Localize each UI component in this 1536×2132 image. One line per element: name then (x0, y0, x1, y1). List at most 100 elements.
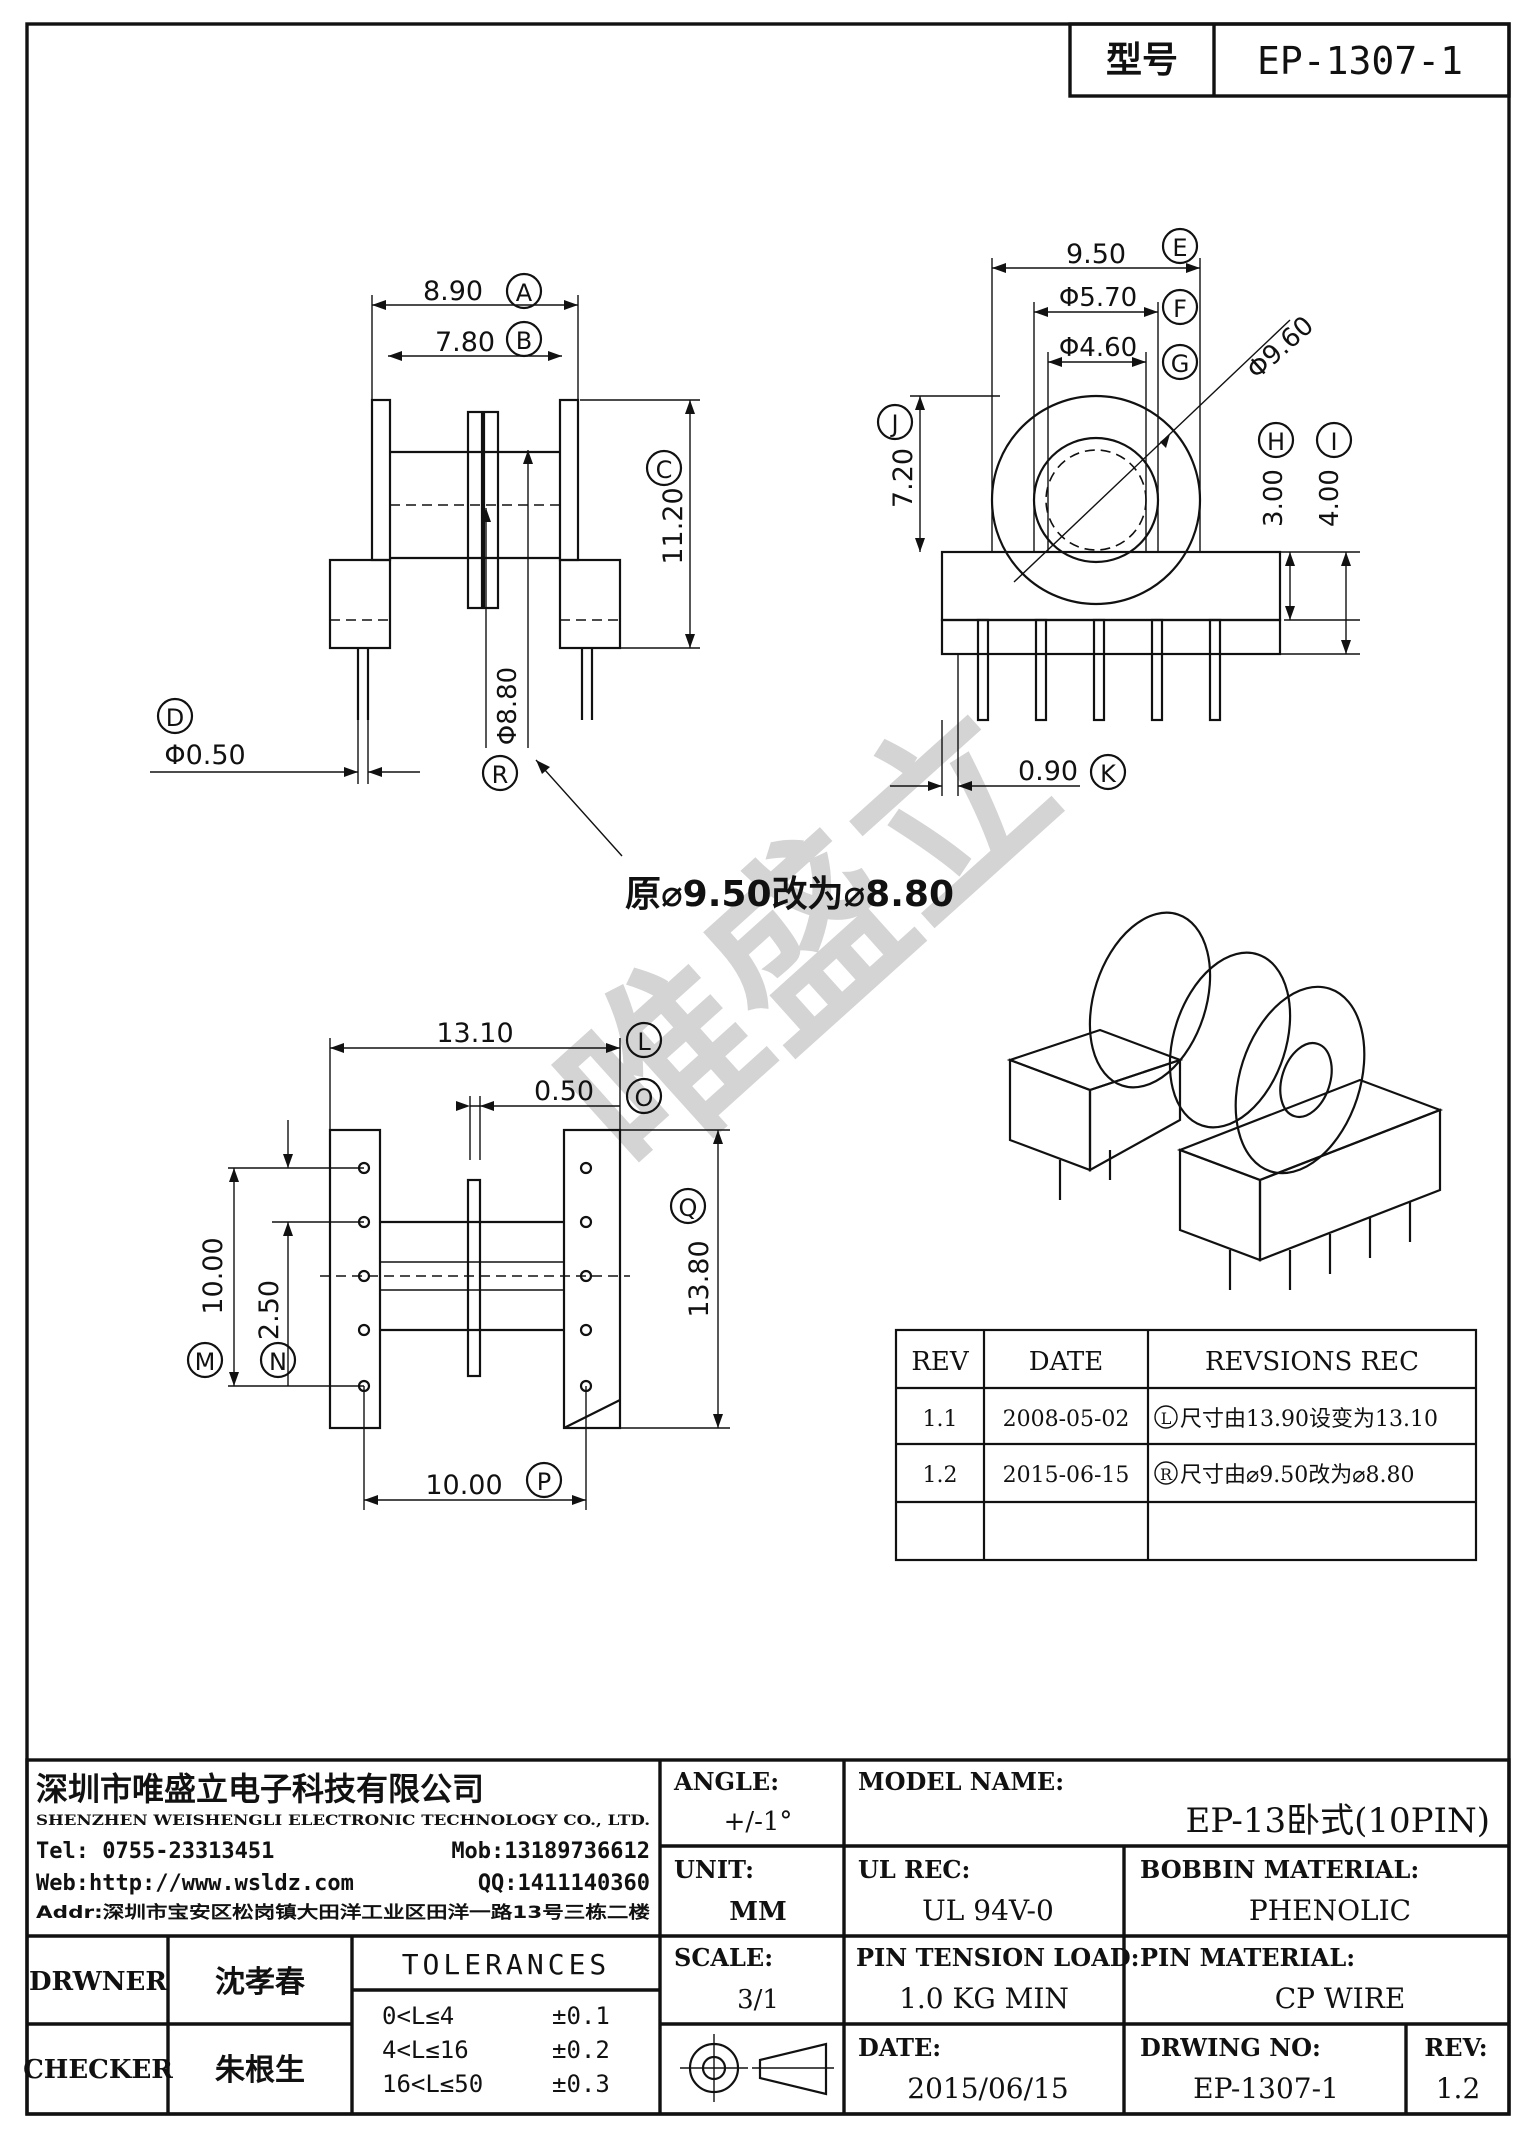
dim-e-tag: E (1172, 234, 1187, 262)
rev-row1-rec: 尺寸由13.90设变为13.10 (1180, 1407, 1438, 1432)
ul-rec-value: UL 94V-0 (922, 1894, 1054, 1927)
dim-m-tag: M (195, 1348, 216, 1376)
rev-row1-rev: 1.1 (923, 1407, 958, 1432)
rev-label: REV: (1424, 2033, 1487, 2062)
checker-name: 朱根生 (215, 2053, 305, 2088)
rev-header-rev: REV (911, 1347, 970, 1377)
tolerance-range-2: 4<L≤16 (382, 2036, 469, 2064)
pin-material-value: CP WIRE (1275, 1982, 1406, 2015)
tolerance-range-3: 16<L≤50 (382, 2070, 483, 2098)
company-qq: QQ:1411140360 (478, 1871, 650, 1896)
pin-material-label: PIN MATERIAL: (1140, 1943, 1355, 1972)
angle-label: ANGLE: (673, 1767, 779, 1796)
pin-tension-value: 1.0 KG MIN (899, 1982, 1069, 2015)
dim-d-tag: D (166, 704, 184, 732)
company-web: Web:http://www.wsldz.com (36, 1871, 354, 1896)
dim-i-value: 4.00 (1315, 469, 1345, 527)
rev-header-rec: REVSIONS REC (1205, 1347, 1419, 1377)
dim-b-value: 7.80 (435, 327, 495, 358)
checker-label: CHECKER (23, 2055, 173, 2085)
bobbin-material-value: PHENOLIC (1249, 1894, 1411, 1927)
tolerance-value-1: ±0.1 (552, 2002, 610, 2030)
dim-n-tag: N (269, 1348, 287, 1376)
dim-j-value: 7.20 (888, 448, 919, 508)
dim-l-value: 13.10 (436, 1018, 513, 1049)
rev-header-date: DATE (1029, 1347, 1104, 1377)
date-label: DATE: (858, 2033, 941, 2062)
dim-i-tag: I (1330, 428, 1337, 456)
dim-d-value: Φ0.50 (164, 740, 245, 771)
dim-a-value: 8.90 (423, 276, 483, 307)
dim-f-tag: F (1173, 295, 1187, 323)
dim-h-value: 3.00 (1259, 469, 1289, 527)
bottom-view-pins (357, 1161, 593, 1393)
pin-tension-label: PIN TENSION LOAD: (856, 1943, 1140, 1972)
dim-c-tag: C (656, 456, 673, 484)
dim-n-value: 2.50 (254, 1280, 285, 1340)
projection-symbol (680, 2034, 834, 2102)
top-view: 8.90 A 7.80 B 11.20 C (150, 272, 700, 857)
dim-phi-value: Φ9.60 (1241, 311, 1319, 386)
drawer-name: 沈孝春 (215, 1965, 305, 2000)
dim-q-value: 13.80 (684, 1240, 715, 1317)
dim-c-value: 11.20 (658, 487, 689, 564)
change-note: 原⌀9.50改为⌀8.80 (625, 874, 954, 915)
company-tel: Tel: 0755-23313451 (36, 1839, 274, 1864)
dim-h-tag: H (1267, 428, 1285, 456)
title-block: 深圳市唯盛立电子科技有限公司 SHENZHEN WEISHENGLI ELECT… (23, 1758, 1511, 2116)
dim-o-value: 0.50 (534, 1076, 594, 1107)
rev-row1-date: 2008-05-02 (1003, 1407, 1130, 1432)
company-mob: Mob:13189736612 (451, 1839, 650, 1864)
tolerance-value-2: ±0.2 (552, 2036, 610, 2064)
model-name-label: MODEL NAME: (858, 1767, 1064, 1796)
dim-m-value: 10.00 (198, 1237, 229, 1314)
dim-p-tag: P (537, 1468, 551, 1496)
watermark-text: 唯盛立 (522, 668, 1093, 1214)
dim-j-tag: J (889, 410, 898, 438)
dim-g-tag: G (1171, 350, 1190, 378)
drawer-label: DRWNER (29, 1967, 167, 1997)
company-name-cn: 深圳市唯盛立电子科技有限公司 (36, 1770, 484, 1808)
dim-l-tag: L (637, 1028, 651, 1056)
unit-label: UNIT: (674, 1855, 754, 1884)
rev-row2-rev: 1.2 (923, 1463, 958, 1488)
dim-e-value: 9.50 (1066, 239, 1126, 270)
scale-value: 3/1 (737, 1985, 779, 2015)
side-view-pins (976, 618, 1222, 722)
rev-row2-tag: R (1160, 1465, 1173, 1484)
angle-value: +/-1° (724, 1807, 793, 1837)
dim-r-value: Φ8.80 (493, 667, 523, 745)
ul-rec-label: UL REC: (858, 1855, 970, 1884)
rev-row2-rec: 尺寸由⌀9.50改为⌀8.80 (1180, 1463, 1414, 1488)
model-name-value: EP-13卧式(10PIN) (1186, 1801, 1490, 1841)
dim-f-value: Φ5.70 (1059, 283, 1137, 313)
dim-p-value: 10.00 (425, 1470, 502, 1501)
tolerance-range-1: 0<L≤4 (382, 2002, 454, 2030)
dim-o-tag: O (635, 1084, 654, 1112)
rev-value: 1.2 (1436, 2072, 1481, 2105)
dim-r-tag: R (492, 761, 509, 789)
model-box: 型号 EP-1307-1 (1068, 22, 1511, 98)
watermark: 唯盛立 (522, 668, 1093, 1214)
dim-k-tag: K (1100, 760, 1117, 788)
tolerance-value-3: ±0.3 (552, 2070, 610, 2098)
dim-b-tag: B (516, 327, 532, 355)
rev-row2-date: 2015-06-15 (1003, 1463, 1130, 1488)
dim-a-tag: A (516, 279, 533, 307)
dim-k-value: 0.90 (1018, 756, 1078, 787)
bottom-view: 13.10 L 0.50 O (186, 1018, 730, 1510)
model-box-label: 型号 (1106, 40, 1178, 81)
dim-q-tag: Q (679, 1194, 698, 1222)
tolerances-label: TOLERANCES (402, 1948, 611, 1981)
isometric-view (1006, 911, 1444, 1290)
bobbin-material-label: BOBBIN MATERIAL: (1140, 1855, 1419, 1884)
company-name-en: SHENZHEN WEISHENGLI ELECTRONIC TECHNOLOG… (36, 1813, 650, 1829)
drawing-no-label: DRWING NO: (1140, 2033, 1321, 2062)
dim-g-value: Φ4.60 (1059, 333, 1137, 363)
rev-row1-tag: L (1161, 1409, 1172, 1428)
drawing-no-value: EP-1307-1 (1193, 2072, 1339, 2105)
date-value: 2015/06/15 (907, 2072, 1068, 2105)
revision-table: REV DATE REVSIONS REC 1.1 2008-05-02 L 尺… (894, 1328, 1478, 1562)
company-addr: Addr:深圳市宝安区松岗镇大田洋工业区田洋一路13号三栋二楼 (36, 1902, 650, 1923)
